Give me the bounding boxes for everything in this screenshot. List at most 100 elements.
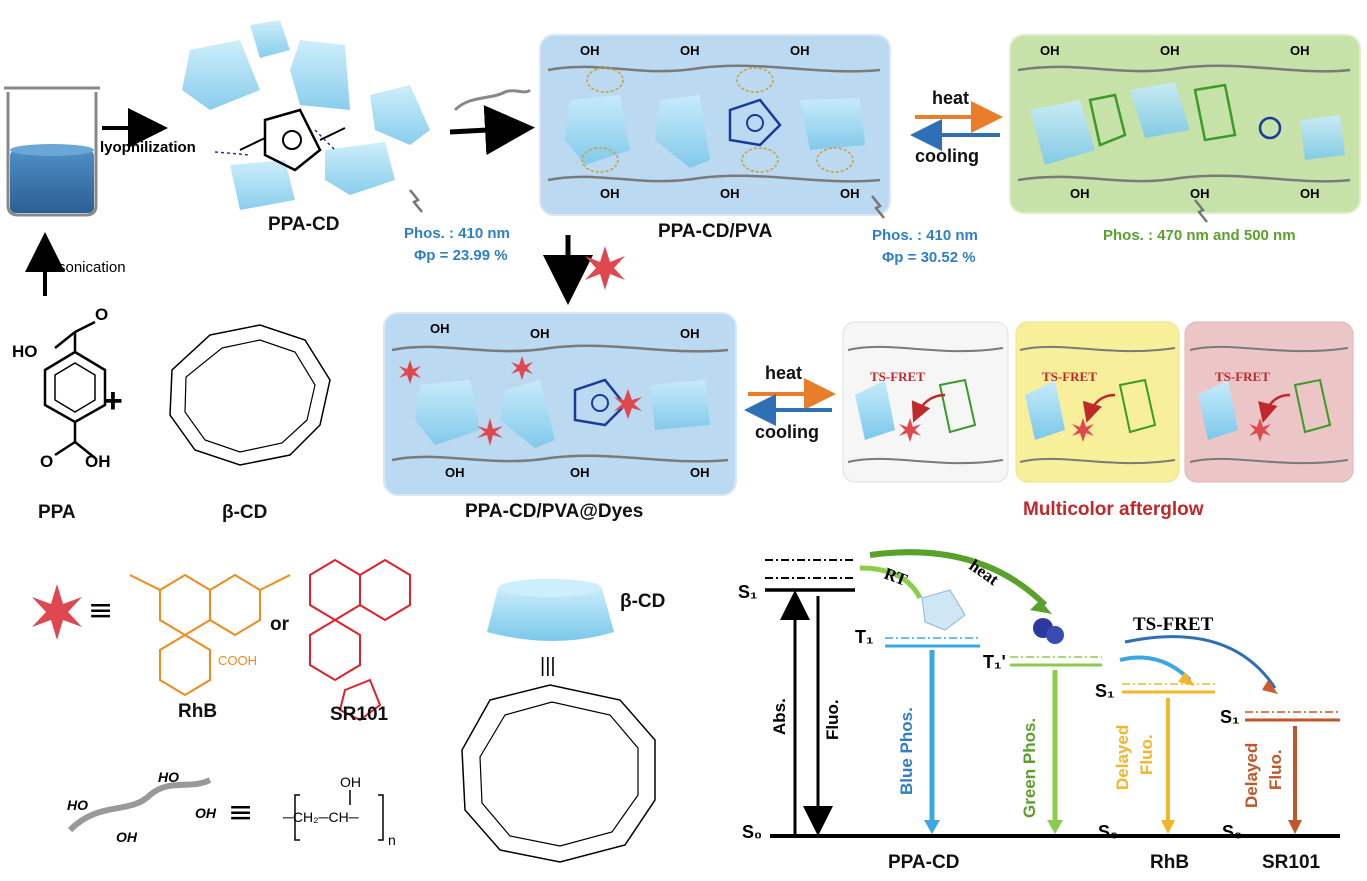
jab-fluo-rhb: Fluo. (1137, 734, 1156, 775)
ppa-cd-pva-dyes-title: PPA-CD/PVA@Dyes (465, 501, 643, 522)
jab-sr101-label: SR101 (1262, 852, 1321, 873)
oh-label: OH (1040, 43, 1060, 58)
rhb-cooh: COOH (218, 653, 257, 668)
pva-ho-1: HO (67, 797, 88, 813)
ppa-structure (43, 320, 107, 459)
pva-repeat-unit: ─CH₂─CH─ (282, 809, 359, 825)
jab-s0-left: S₀ (742, 822, 762, 842)
jab-t1: T₁ (855, 627, 873, 647)
jablonski-diagram (765, 549, 1340, 838)
jab-s1-rhb: S₁ (1095, 681, 1114, 701)
ppa-cd-pva-dyes-panel (383, 312, 737, 496)
phos-heated: Phos. : 470 nm and 500 nm (1103, 227, 1296, 244)
beta-cd-legend-title: β-CD (620, 591, 665, 612)
oh-label: OH (1160, 43, 1180, 58)
lightning-icon (1194, 199, 1208, 223)
phos-qy-2: Φp = 30.52 % (882, 249, 976, 266)
pva-repeat-n: n (388, 832, 396, 848)
jab-delayed-sr101: Delayed (1242, 743, 1261, 808)
identical-sign: ≡ (88, 593, 113, 628)
oh-label: OH (445, 465, 465, 480)
sonication-label: sonication (58, 259, 126, 276)
ppa-ho-top: HO (12, 342, 38, 361)
beta-cd-title: β-CD (222, 502, 267, 523)
multicolor-afterglow-title: Multicolor afterglow (1023, 499, 1204, 520)
oh-label: OH (1070, 186, 1090, 201)
phos-wavelength-2: Phos. : 410 nm (872, 227, 978, 244)
jab-rhb-label: RhB (1150, 852, 1189, 873)
oh-label: OH (570, 465, 590, 480)
pva-oh-2: OH (195, 805, 217, 821)
oh-label: OH (790, 43, 810, 58)
sr101-title: SR101 (330, 704, 389, 725)
phos-wavelength-1: Phos. : 410 nm (404, 225, 510, 242)
jab-t1-prime: T₁' (983, 652, 1006, 672)
afterglow-panel-white (842, 321, 1009, 483)
jab-green-phos: Green Phos. (1020, 718, 1039, 818)
cooling-label-mid: cooling (755, 422, 819, 442)
oh-label: OH (530, 326, 550, 341)
afterglow-panel-yellow (1015, 321, 1180, 483)
lyophilization-label: lyophilization (100, 139, 196, 156)
ppa-cd-cluster (182, 20, 430, 210)
oh-label: OH (430, 321, 450, 336)
pva-repeat-brackets (294, 790, 384, 841)
heat-label-top: heat (932, 88, 969, 108)
ppa-title: PPA (38, 502, 76, 523)
lightning-icon (409, 189, 423, 213)
heat-label-mid: heat (765, 363, 802, 383)
oh-label: OH (580, 43, 600, 58)
rhb-title: RhB (178, 701, 217, 722)
dye-star-legend-icon (32, 584, 82, 640)
oh-label: OH (680, 43, 700, 58)
jab-delayed-rhb: Delayed (1113, 725, 1132, 790)
jab-ts-fret: TS-FRET (1133, 614, 1214, 635)
rhb-structure (129, 573, 291, 697)
jab-s1-sr101: S₁ (1220, 707, 1239, 727)
oh-label: OH (840, 186, 860, 201)
pva-oh-1: OH (116, 829, 138, 845)
cooling-label-top: cooling (915, 146, 979, 166)
beaker (4, 86, 100, 217)
jab-s1-left: S₁ (738, 582, 757, 602)
phos-qy-1: Φp = 23.99 % (414, 247, 508, 264)
jab-blue-phos: Blue Phos. (897, 707, 916, 795)
plus-sign: + (103, 382, 123, 420)
ppa-cd-title: PPA-CD (268, 214, 339, 235)
add-pva-arrow (449, 105, 535, 156)
pva-ho-2: HO (158, 769, 179, 785)
sr101-structure (309, 558, 411, 722)
oh-label: OH (1300, 186, 1320, 201)
oh-label: OH (600, 186, 620, 201)
dye-star-icon (585, 246, 625, 290)
jab-s0-rhb: S₀ (1098, 822, 1118, 842)
jab-fluo: Fluo. (823, 699, 842, 740)
beta-cd-legend-structure (461, 684, 656, 863)
pva-legend-chain (67, 777, 212, 833)
jab-abs: Abs. (770, 698, 789, 735)
oh-label: OH (1190, 186, 1210, 201)
oh-label: OH (690, 465, 710, 480)
pva-identical-sign: ≡ (228, 795, 253, 830)
jab-ppa-cd-label: PPA-CD (888, 852, 959, 873)
beta-cd-cone-icon (487, 579, 614, 641)
ts-fret-label-2: TS-FRET (1042, 369, 1097, 384)
pva-repeat-oh: OH (340, 774, 361, 790)
jab-fluo-sr101: Fluo. (1266, 749, 1285, 790)
beta-cd-structure (169, 324, 331, 466)
oh-label: OH (720, 186, 740, 201)
ts-fret-label-3: TS-FRET (1215, 369, 1270, 384)
ppa-o-top: O (95, 305, 108, 324)
heated-green-panel (1009, 34, 1361, 214)
oh-label: OH (680, 326, 700, 341)
afterglow-panel-pink (1184, 321, 1354, 483)
ppa-oh-bottom: OH (85, 452, 111, 471)
triple-bar: ||| (540, 655, 556, 677)
ts-fret-label-1: TS-FRET (870, 369, 925, 384)
ppa-o-bottom: O (40, 452, 53, 471)
pva-chain-icon (453, 88, 532, 112)
ppa-cd-pva-panel (539, 34, 891, 216)
jab-s0-sr101: S₀ (1222, 822, 1242, 842)
lightning-icon (871, 195, 885, 219)
